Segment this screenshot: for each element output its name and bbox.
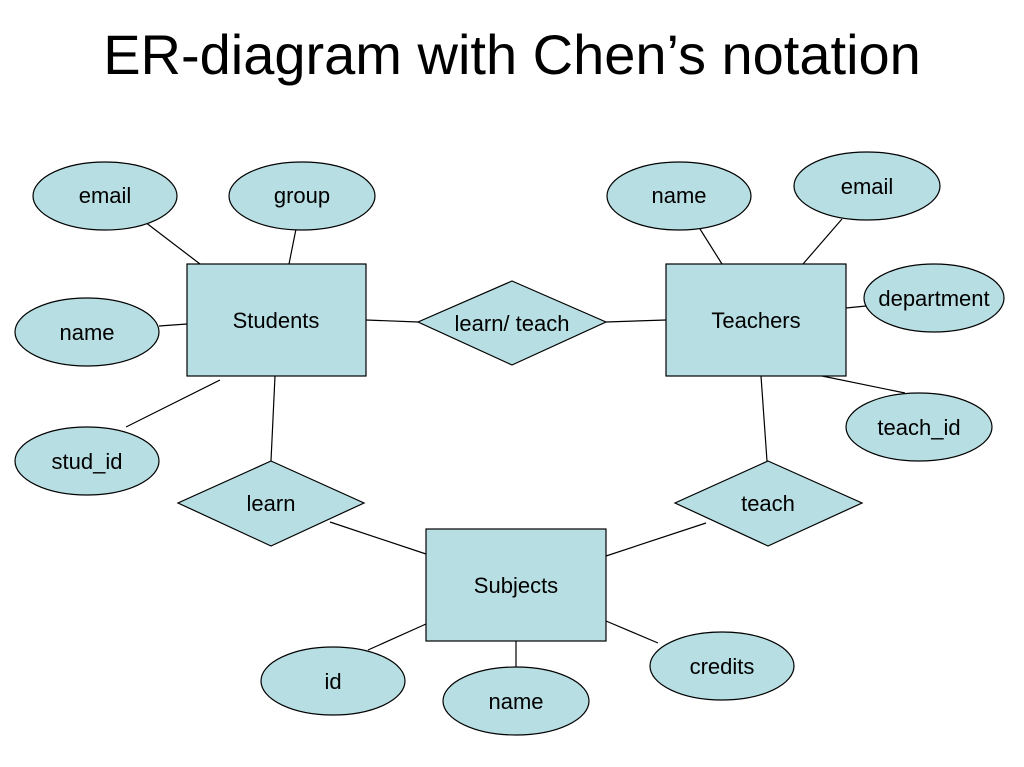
attribute-email	[32, 161, 178, 231]
attribute-group-label: group	[274, 183, 330, 208]
attribute-stud-id	[14, 426, 160, 496]
attribute-name	[442, 666, 590, 736]
attribute-id-label: id	[324, 669, 341, 694]
attribute-name	[14, 297, 160, 367]
edge-subjects-credits	[605, 620, 659, 644]
entity-subjects-label: Subjects	[474, 573, 558, 598]
attribute-name-label: name	[651, 183, 706, 208]
edge-students-learn	[270, 375, 276, 462]
edge-teachers-teach	[760, 375, 768, 462]
attribute-credits	[649, 631, 795, 701]
relationship-learn-teach-label: learn/ teach	[455, 311, 570, 336]
edge-teachers-name	[699, 228, 723, 265]
attribute-department	[863, 263, 1005, 333]
edge-students-stud-id	[125, 379, 221, 428]
edge-students-email	[144, 221, 201, 265]
attribute-name	[606, 161, 752, 231]
attribute-email	[793, 151, 941, 221]
entity-teachers	[665, 263, 847, 377]
attribute-email-label: email	[841, 174, 894, 199]
edge-teachers-teach-id	[821, 375, 906, 394]
page-title: ER-diagram with Chen’s notation	[103, 23, 921, 86]
relationship-learn-label: learn	[247, 491, 296, 516]
relationship-teach-label: teach	[741, 491, 795, 516]
relationship-learn-teach	[416, 280, 608, 366]
edge-students-learn-teach	[365, 319, 419, 323]
attribute-id	[260, 646, 406, 716]
attribute-stud-id-label: stud_id	[52, 449, 123, 474]
entity-students	[186, 263, 367, 377]
attribute-group	[228, 161, 376, 231]
attribute-name-label: name	[59, 320, 114, 345]
edge-teachers-department	[845, 305, 867, 309]
attribute-teach-id-label: teach_id	[877, 415, 960, 440]
connectors	[125, 218, 906, 667]
relationship-teach	[673, 460, 864, 547]
entity-students-label: Students	[233, 308, 320, 333]
attribute-teach-id	[845, 392, 993, 462]
attribute-email-label: email	[79, 183, 132, 208]
attribute-name-label: name	[488, 689, 543, 714]
entity-subjects	[425, 528, 607, 642]
edge-students-name	[158, 323, 188, 327]
edge-learn-teach-teachers	[605, 319, 667, 323]
attribute-credits-label: credits	[690, 654, 755, 679]
edge-subjects-id	[367, 623, 427, 651]
edge-learn-subjects	[329, 521, 427, 555]
edge-teach-subjects	[605, 522, 707, 557]
attribute-department-label: department	[878, 286, 989, 311]
relationship-learn	[176, 460, 366, 547]
entity-teachers-label: Teachers	[711, 308, 800, 333]
edge-teachers-email	[802, 218, 843, 265]
edge-students-group	[288, 228, 297, 265]
